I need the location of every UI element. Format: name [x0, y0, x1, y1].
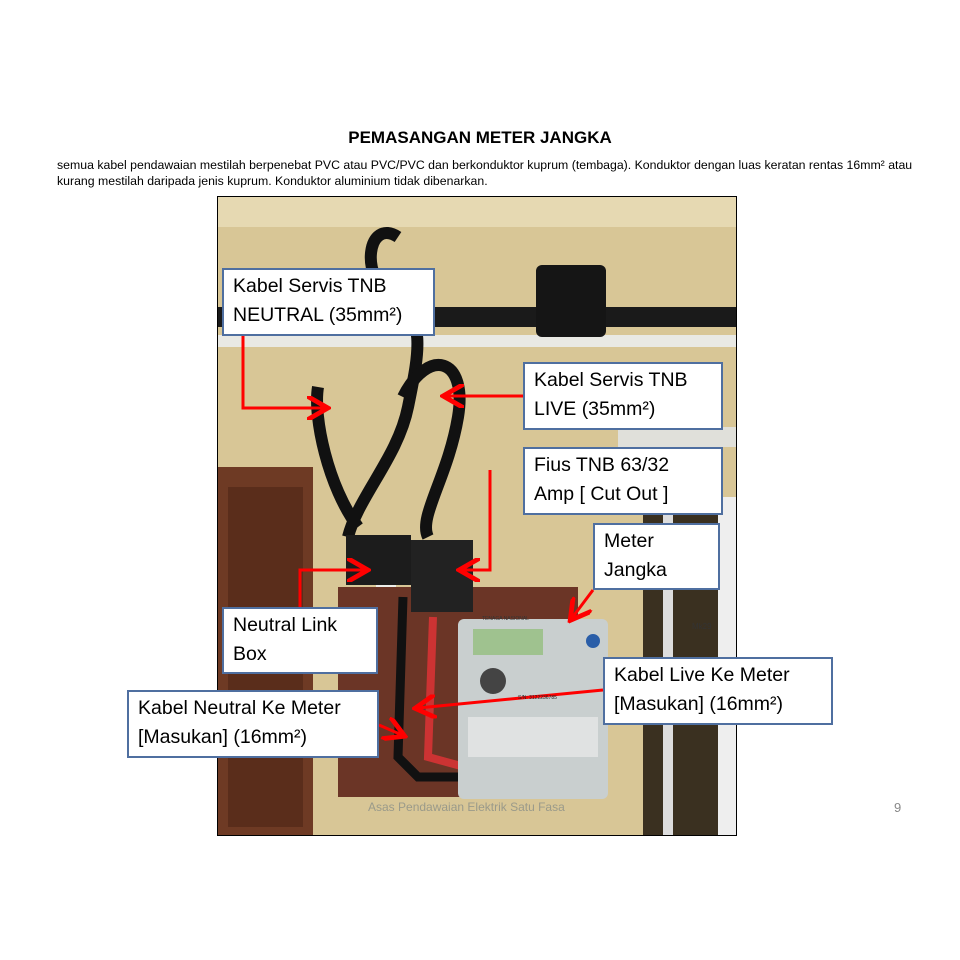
- neutral-link-box: [346, 535, 411, 585]
- label-line: Box: [233, 643, 267, 665]
- meter-model: Mk29: [692, 622, 712, 631]
- label-live-service-cable: Kabel Servis TNB LIVE (35mm²): [523, 362, 723, 430]
- label-line: Meter: [604, 530, 654, 552]
- cut-out-fuse-top: [536, 265, 606, 337]
- label-line: Amp [ Cut Out ]: [534, 483, 669, 505]
- label-neutral-to-meter: Kabel Neutral Ke Meter [Masukan] (16mm²): [127, 690, 379, 758]
- label-line: Kabel Neutral Ke Meter: [138, 697, 341, 719]
- label-line: Kabel Servis TNB: [233, 275, 387, 297]
- label-line: Jangka: [604, 559, 667, 581]
- cable-trunking: [218, 335, 736, 347]
- meter-brand: TENAGA NASIONAL: [482, 616, 529, 622]
- label-line: Neutral Link: [233, 614, 338, 636]
- label-line: LIVE (35mm²): [534, 398, 656, 420]
- label-line: NEUTRAL (35mm²): [233, 304, 403, 326]
- slide-footer: Asas Pendawaian Elektrik Satu Fasa: [368, 800, 565, 814]
- label-line: Kabel Servis TNB: [534, 369, 688, 391]
- page-number: 9: [894, 800, 902, 815]
- label-line: [Masukan] (16mm²): [614, 693, 784, 715]
- label-line: Fius TNB 63/32: [534, 454, 670, 476]
- label-neutral-link-box: Neutral Link Box: [222, 607, 378, 674]
- slide-paragraph: semua kabel pendawaian mestilah berpeneb…: [57, 158, 913, 188]
- label-tnb-fuse: Fius TNB 63/32 Amp [ Cut Out ]: [523, 447, 723, 515]
- slide-title: PEMASANGAN METER JANGKA: [348, 128, 612, 147]
- tnb-fuse: [411, 540, 473, 612]
- label-live-to-meter: Kabel Live Ke Meter [Masukan] (16mm²): [603, 657, 833, 725]
- label-neutral-service-cable: Kabel Servis TNB NEUTRAL (35mm²): [222, 268, 435, 336]
- meter-serial: S/N: 3122236785: [518, 695, 557, 701]
- label-meter: Meter Jangka: [593, 523, 720, 590]
- label-line: Kabel Live Ke Meter: [614, 664, 790, 686]
- label-line: [Masukan] (16mm²): [138, 726, 308, 748]
